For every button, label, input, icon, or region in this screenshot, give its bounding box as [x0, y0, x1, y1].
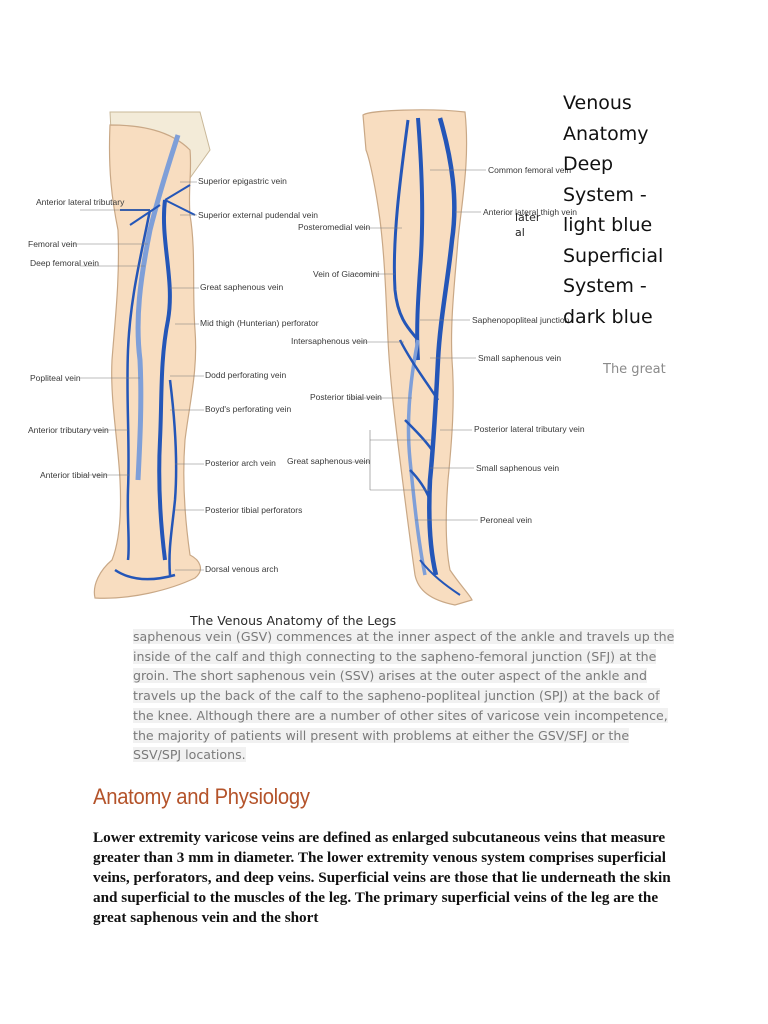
side-title-line: Superficial	[563, 241, 743, 272]
label-peroneal-vein: Peroneal vein	[480, 515, 532, 525]
anterior-leg-illustration	[94, 112, 210, 598]
label-intersaphenous-vein: Intersaphenous vein	[291, 336, 368, 346]
label-posterior-lateral-tributary-vein: Posterior lateral tributary vein	[474, 424, 585, 434]
gsv-paragraph: saphenous vein (GSV) commences at the in…	[133, 627, 681, 765]
label-boyds-perforating-vein: Boyd's perforating vein	[205, 404, 291, 414]
gsv-paragraph-text: saphenous vein (GSV) commences at the in…	[133, 629, 674, 762]
label-dodd-perforating-vein: Dodd perforating vein	[205, 370, 287, 380]
figure-caption: The Venous Anatomy of the Legs	[190, 613, 396, 628]
label-saphenopopliteal-junction: Saphenopopliteal junction	[472, 315, 570, 325]
posterior-leg-illustration	[363, 110, 472, 605]
side-title-line: dark blue	[563, 302, 743, 333]
label-posterior-tibial-vein: Posterior tibial vein	[310, 392, 382, 402]
label-dorsal-venous-arch: Dorsal venous arch	[205, 564, 279, 574]
side-title-line: Deep	[563, 149, 743, 180]
label-posterior-arch-vein: Posterior arch vein	[205, 458, 276, 468]
figure-side-title: Venous Anatomy Deep System - light blue …	[563, 88, 743, 332]
label-small-saphenous-vein-lower: Small saphenous vein	[476, 463, 559, 473]
side-title-line: Venous	[563, 88, 743, 119]
section-heading: Anatomy and Physiology	[93, 784, 310, 810]
label-great-saphenous-vein-left: Great saphenous vein	[200, 282, 283, 292]
anterior-leg-outline	[94, 125, 200, 598]
label-superior-epigastric-vein: Superior epigastric vein	[198, 176, 287, 186]
the-great-fragment: The great	[603, 362, 666, 377]
label-femoral-vein: Femoral vein	[28, 239, 77, 249]
lateral-fragment-line: al	[515, 225, 549, 240]
label-posteromedial-vein: Posteromedial vein	[298, 222, 371, 232]
label-mid-thigh-perforator: Mid thigh (Hunterian) perforator	[200, 318, 319, 328]
side-title-line: Anatomy	[563, 119, 743, 150]
label-popliteal-vein: Popliteal vein	[30, 373, 81, 383]
label-superior-external-pudendal-vein: Superior external pudendal vein	[198, 210, 318, 220]
lateral-fragment-line: later	[515, 210, 549, 225]
section-body-text: Lower extremity varicose veins are defin…	[93, 828, 683, 928]
side-title-line: light blue	[563, 210, 743, 241]
label-anterior-lateral-tributary: Anterior lateral tributary	[36, 197, 125, 207]
side-title-line: System -	[563, 180, 743, 211]
label-small-saphenous-vein-upper: Small saphenous vein	[478, 353, 561, 363]
label-deep-femoral-vein: Deep femoral vein	[30, 258, 99, 268]
label-common-femoral-vein: Common femoral vein	[488, 165, 571, 175]
side-title-line: System -	[563, 271, 743, 302]
label-great-saphenous-vein-right: Great saphenous vein	[287, 456, 370, 466]
label-posterior-tibial-perforators: Posterior tibial perforators	[205, 505, 302, 515]
lateral-text-fragment: later al	[515, 210, 549, 240]
